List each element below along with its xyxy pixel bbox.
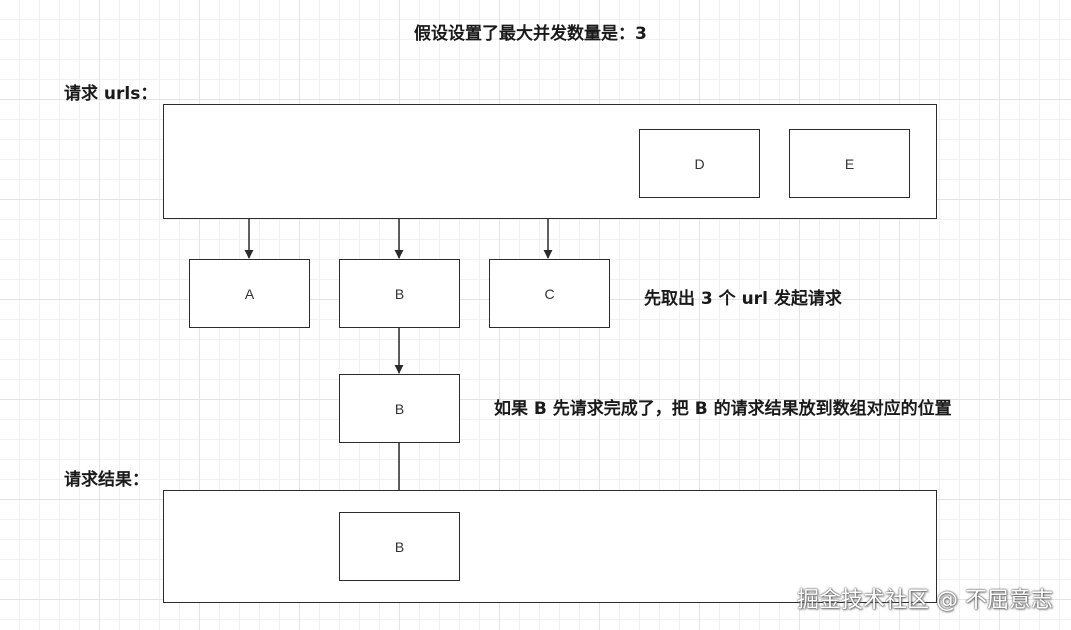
results-container [163,490,937,603]
completed-node-b: B [339,374,460,443]
note-fetch: 先取出 3 个 url 发起请求 [644,289,842,309]
urls-label: 请求 urls： [64,84,158,104]
watermark: 掘金技术社区 @ 不屈意志 [797,588,1053,613]
active-node-b: B [339,259,460,328]
active-node-c: C [489,259,610,328]
results-label: 请求结果： [64,470,149,490]
diagram-title: 假设设置了最大并发数量是：3 [414,24,647,44]
note-done: 如果 B 先请求完成了，把 B 的请求结果放到数组对应的位置 [494,399,952,419]
queue-node-e: E [789,129,910,198]
queue-node-d: D [639,129,760,198]
result-node-b: B [339,512,460,581]
active-node-a: A [189,259,310,328]
